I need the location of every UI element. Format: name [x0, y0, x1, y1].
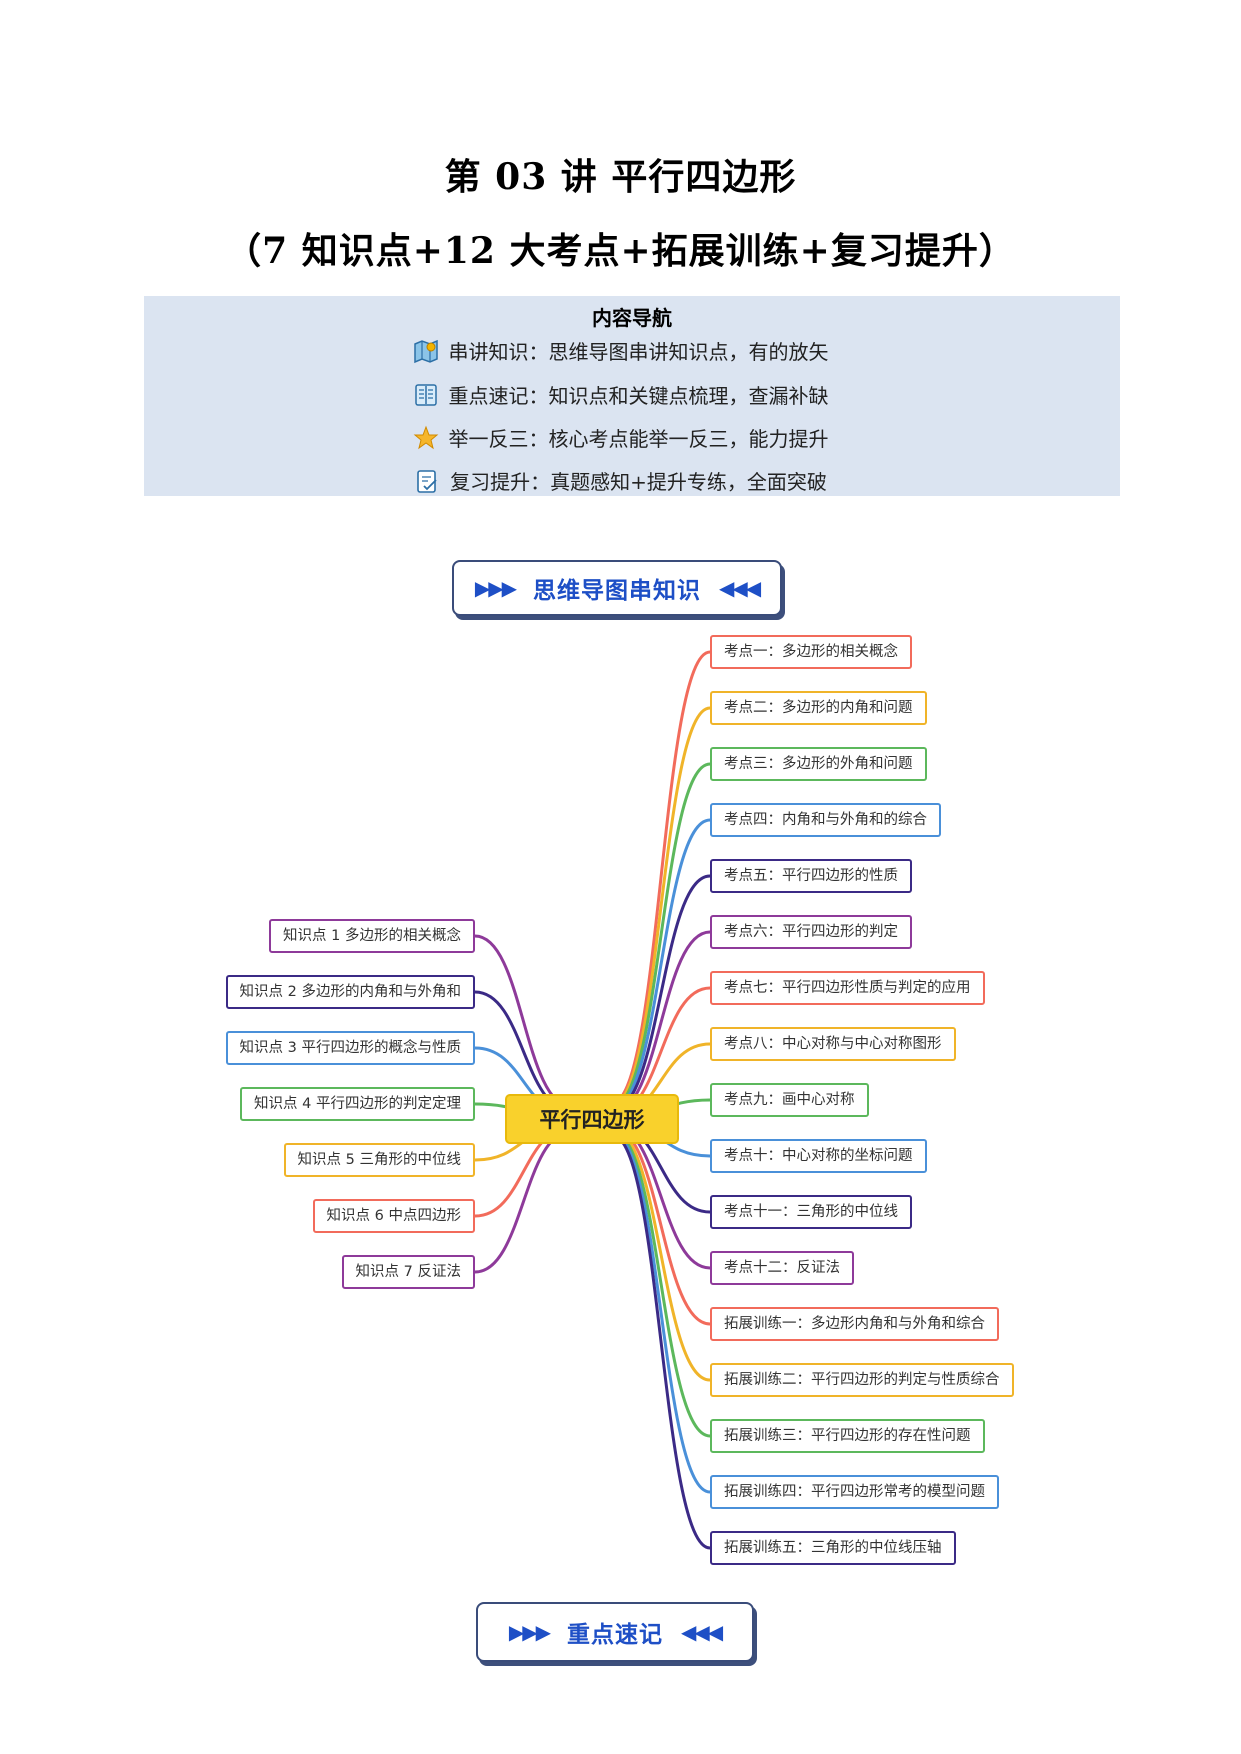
mindmap-topic-node: 拓展训练三：平行四边形的存在性问题: [710, 1419, 985, 1453]
nav-row-mindmap: 串讲知识：思维导图串讲知识点，有的放矢: [0, 336, 1241, 365]
mindmap-knowledge-node: 知识点 5 三角形的中位线: [283, 1143, 475, 1177]
keypoints-section-banner: ▶▶▶ 重点速记 ◀◀◀: [476, 1602, 754, 1662]
mindmap-topic-node: 考点十：中心对称的坐标问题: [710, 1139, 927, 1173]
left-arrows-icon: ◀◀◀: [681, 1620, 723, 1644]
document-subtitle: （7 知识点+12 大考点+拓展训练+复习提升）: [225, 230, 1016, 272]
mindmap-knowledge-node: 知识点 3 平行四边形的概念与性质: [225, 1031, 475, 1065]
nav-heading: 内容导航: [592, 306, 672, 330]
mindmap-topic-node: 考点四：内角和与外角和的综合: [710, 803, 941, 837]
mindmap-section-banner: ▶▶▶ 思维导图串知识 ◀◀◀: [452, 560, 782, 616]
nav-row-text: 重点速记：知识点和关键点梳理，查漏补缺: [448, 384, 829, 408]
nav-row-review: 复习提升：真题感知+提升专练，全面突破: [0, 466, 1241, 495]
right-arrows-icon: ▶▶▶: [474, 576, 517, 600]
mindmap-knowledge-node: 知识点 2 多边形的内角和与外角和: [225, 975, 475, 1009]
right-arrows-icon: ▶▶▶: [508, 1620, 551, 1644]
mindmap-topic-node: 考点十一：三角形的中位线: [710, 1195, 912, 1229]
mindmap-topic-node: 考点三：多边形的外角和问题: [710, 747, 927, 781]
mindmap-knowledge-node: 知识点 4 平行四边形的判定定理: [240, 1087, 475, 1121]
mindmap-topic-node: 考点七：平行四边形性质与判定的应用: [710, 971, 985, 1005]
nav-row-practice: 举一反三：核心考点能举一反三，能力提升: [0, 423, 1241, 452]
nav-row-text: 复习提升：真题感知+提升专练，全面突破: [450, 470, 827, 494]
mindmap-topic-node: 拓展训练四：平行四边形常考的模型问题: [710, 1475, 999, 1509]
nav-row-keypoints: 重点速记：知识点和关键点梳理，查漏补缺: [0, 380, 1241, 409]
checklist-icon: [417, 470, 437, 493]
mindmap-topic-node: 考点十二：反证法: [710, 1251, 854, 1285]
mindmap-topic-node: 考点五：平行四边形的性质: [710, 859, 912, 893]
book-icon: [414, 384, 437, 406]
mindmap-knowledge-node: 知识点 7 反证法: [341, 1255, 475, 1289]
document-title: 第 03 讲 平行四边形: [444, 156, 797, 198]
mindmap-topic-node: 拓展训练二：平行四边形的判定与性质综合: [710, 1363, 1014, 1397]
mindmap-topic-node: 考点六：平行四边形的判定: [710, 915, 912, 949]
banner-label: 思维导图串知识: [533, 578, 701, 604]
mindmap-knowledge-node: 知识点 6 中点四边形: [312, 1199, 475, 1233]
mindmap-topic-node: 考点九：画中心对称: [710, 1083, 869, 1117]
left-arrows-icon: ◀◀◀: [719, 576, 761, 600]
star-icon: [413, 425, 438, 450]
nav-row-text: 串讲知识：思维导图串讲知识点，有的放矢: [448, 340, 829, 364]
mindmap-topic-node: 考点二：多边形的内角和问题: [710, 691, 927, 725]
map-icon: [413, 339, 438, 364]
mindmap-center-node: 平行四边形: [505, 1094, 679, 1144]
mindmap-topic-node: 拓展训练一：多边形内角和与外角和综合: [710, 1307, 999, 1341]
banner-label: 重点速记: [567, 1622, 663, 1648]
mindmap-knowledge-node: 知识点 1 多边形的相关概念: [269, 919, 475, 953]
mindmap-topic-node: 考点一：多边形的相关概念: [710, 635, 912, 669]
nav-row-text: 举一反三：核心考点能举一反三，能力提升: [448, 427, 829, 451]
mindmap-topic-node: 拓展训练五：三角形的中位线压轴: [710, 1531, 956, 1565]
content-navigation-panel: 内容导航: [144, 296, 1120, 496]
mindmap-topic-node: 考点八：中心对称与中心对称图形: [710, 1027, 956, 1061]
